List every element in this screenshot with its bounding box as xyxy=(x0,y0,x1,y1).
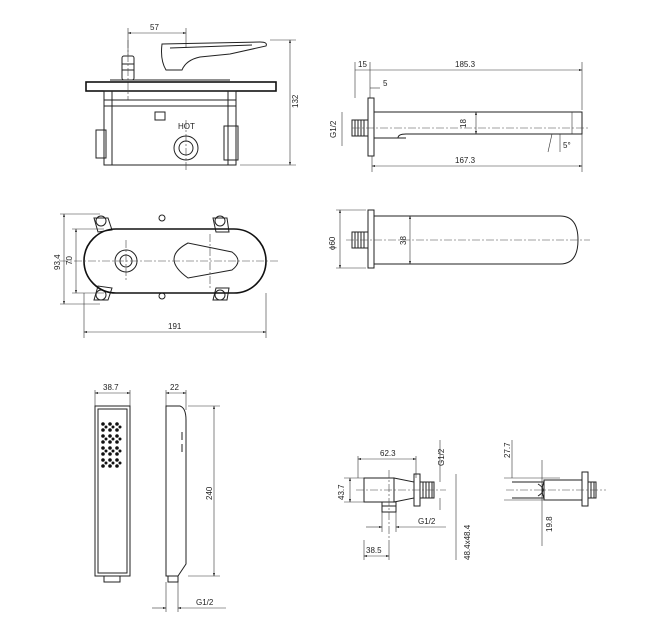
mixer-lever-front xyxy=(173,242,239,279)
dim-27-7: 27.7 xyxy=(503,442,512,458)
dim-167-3: 167.3 xyxy=(455,156,476,165)
dim-132: 132 xyxy=(291,94,300,108)
dim-38: 38 xyxy=(399,236,408,245)
dim-18: 18 xyxy=(459,119,468,128)
dim-38-5: 38.5 xyxy=(366,546,382,555)
spout-body xyxy=(373,111,583,139)
dim-phi-60: ϕ60 xyxy=(328,236,337,250)
dim-22: 22 xyxy=(170,383,179,392)
cover-plate xyxy=(85,81,277,92)
hand-shower-front xyxy=(94,405,131,577)
dim-70: 70 xyxy=(65,256,74,265)
dim-38-7: 38.7 xyxy=(103,383,119,392)
dim-191: 191 xyxy=(168,322,182,331)
dim-93-4: 93.4 xyxy=(53,254,62,270)
wall-outlet-side-view: 62.3 43.7 G1/2 G1/2 38.5 48.4x48.4 xyxy=(337,440,472,560)
dim-g12-horizontal: G1/2 xyxy=(418,517,436,526)
dim-angle-5: 5° xyxy=(563,141,571,150)
spout-wall-flange xyxy=(367,97,375,157)
dim-g12-vertical: G1/2 xyxy=(437,448,446,466)
dim-43-7: 43.7 xyxy=(337,484,346,500)
dim-19-8: 19.8 xyxy=(545,516,554,532)
dim-g12-hand: G1/2 xyxy=(196,598,214,607)
dim-48-4x48-4: 48.4x48.4 xyxy=(463,524,472,560)
dim-5: 5 xyxy=(383,79,388,88)
spout-top-view: ϕ60 38 xyxy=(328,209,590,269)
hand-shower-side xyxy=(165,405,187,577)
dim-62-3: 62.3 xyxy=(380,449,396,458)
spout-side-view: 15 185.3 5 G1/2 18 5° 167.3 xyxy=(329,60,590,172)
holder-flange xyxy=(581,471,589,507)
label-hot: HOT xyxy=(178,122,195,131)
dim-15: 15 xyxy=(358,60,367,69)
wall-holder-side-view: 27.7 19.8 xyxy=(503,440,606,546)
mixer-side-view: 57 HOT 132 xyxy=(85,23,300,172)
dim-240: 240 xyxy=(205,486,214,500)
mixer-box-body xyxy=(103,90,237,166)
spout-flange-top xyxy=(367,209,375,269)
dim-57: 57 xyxy=(150,23,159,32)
shower-nozzle-grid xyxy=(101,422,122,468)
mixer-front-view: 93.4 70 191 xyxy=(53,213,280,338)
hand-shower-views: 38.7 22 xyxy=(94,383,226,612)
dim-g12: G1/2 xyxy=(329,120,338,138)
mixer-lever xyxy=(161,41,267,71)
dim-185-3: 185.3 xyxy=(455,60,476,69)
